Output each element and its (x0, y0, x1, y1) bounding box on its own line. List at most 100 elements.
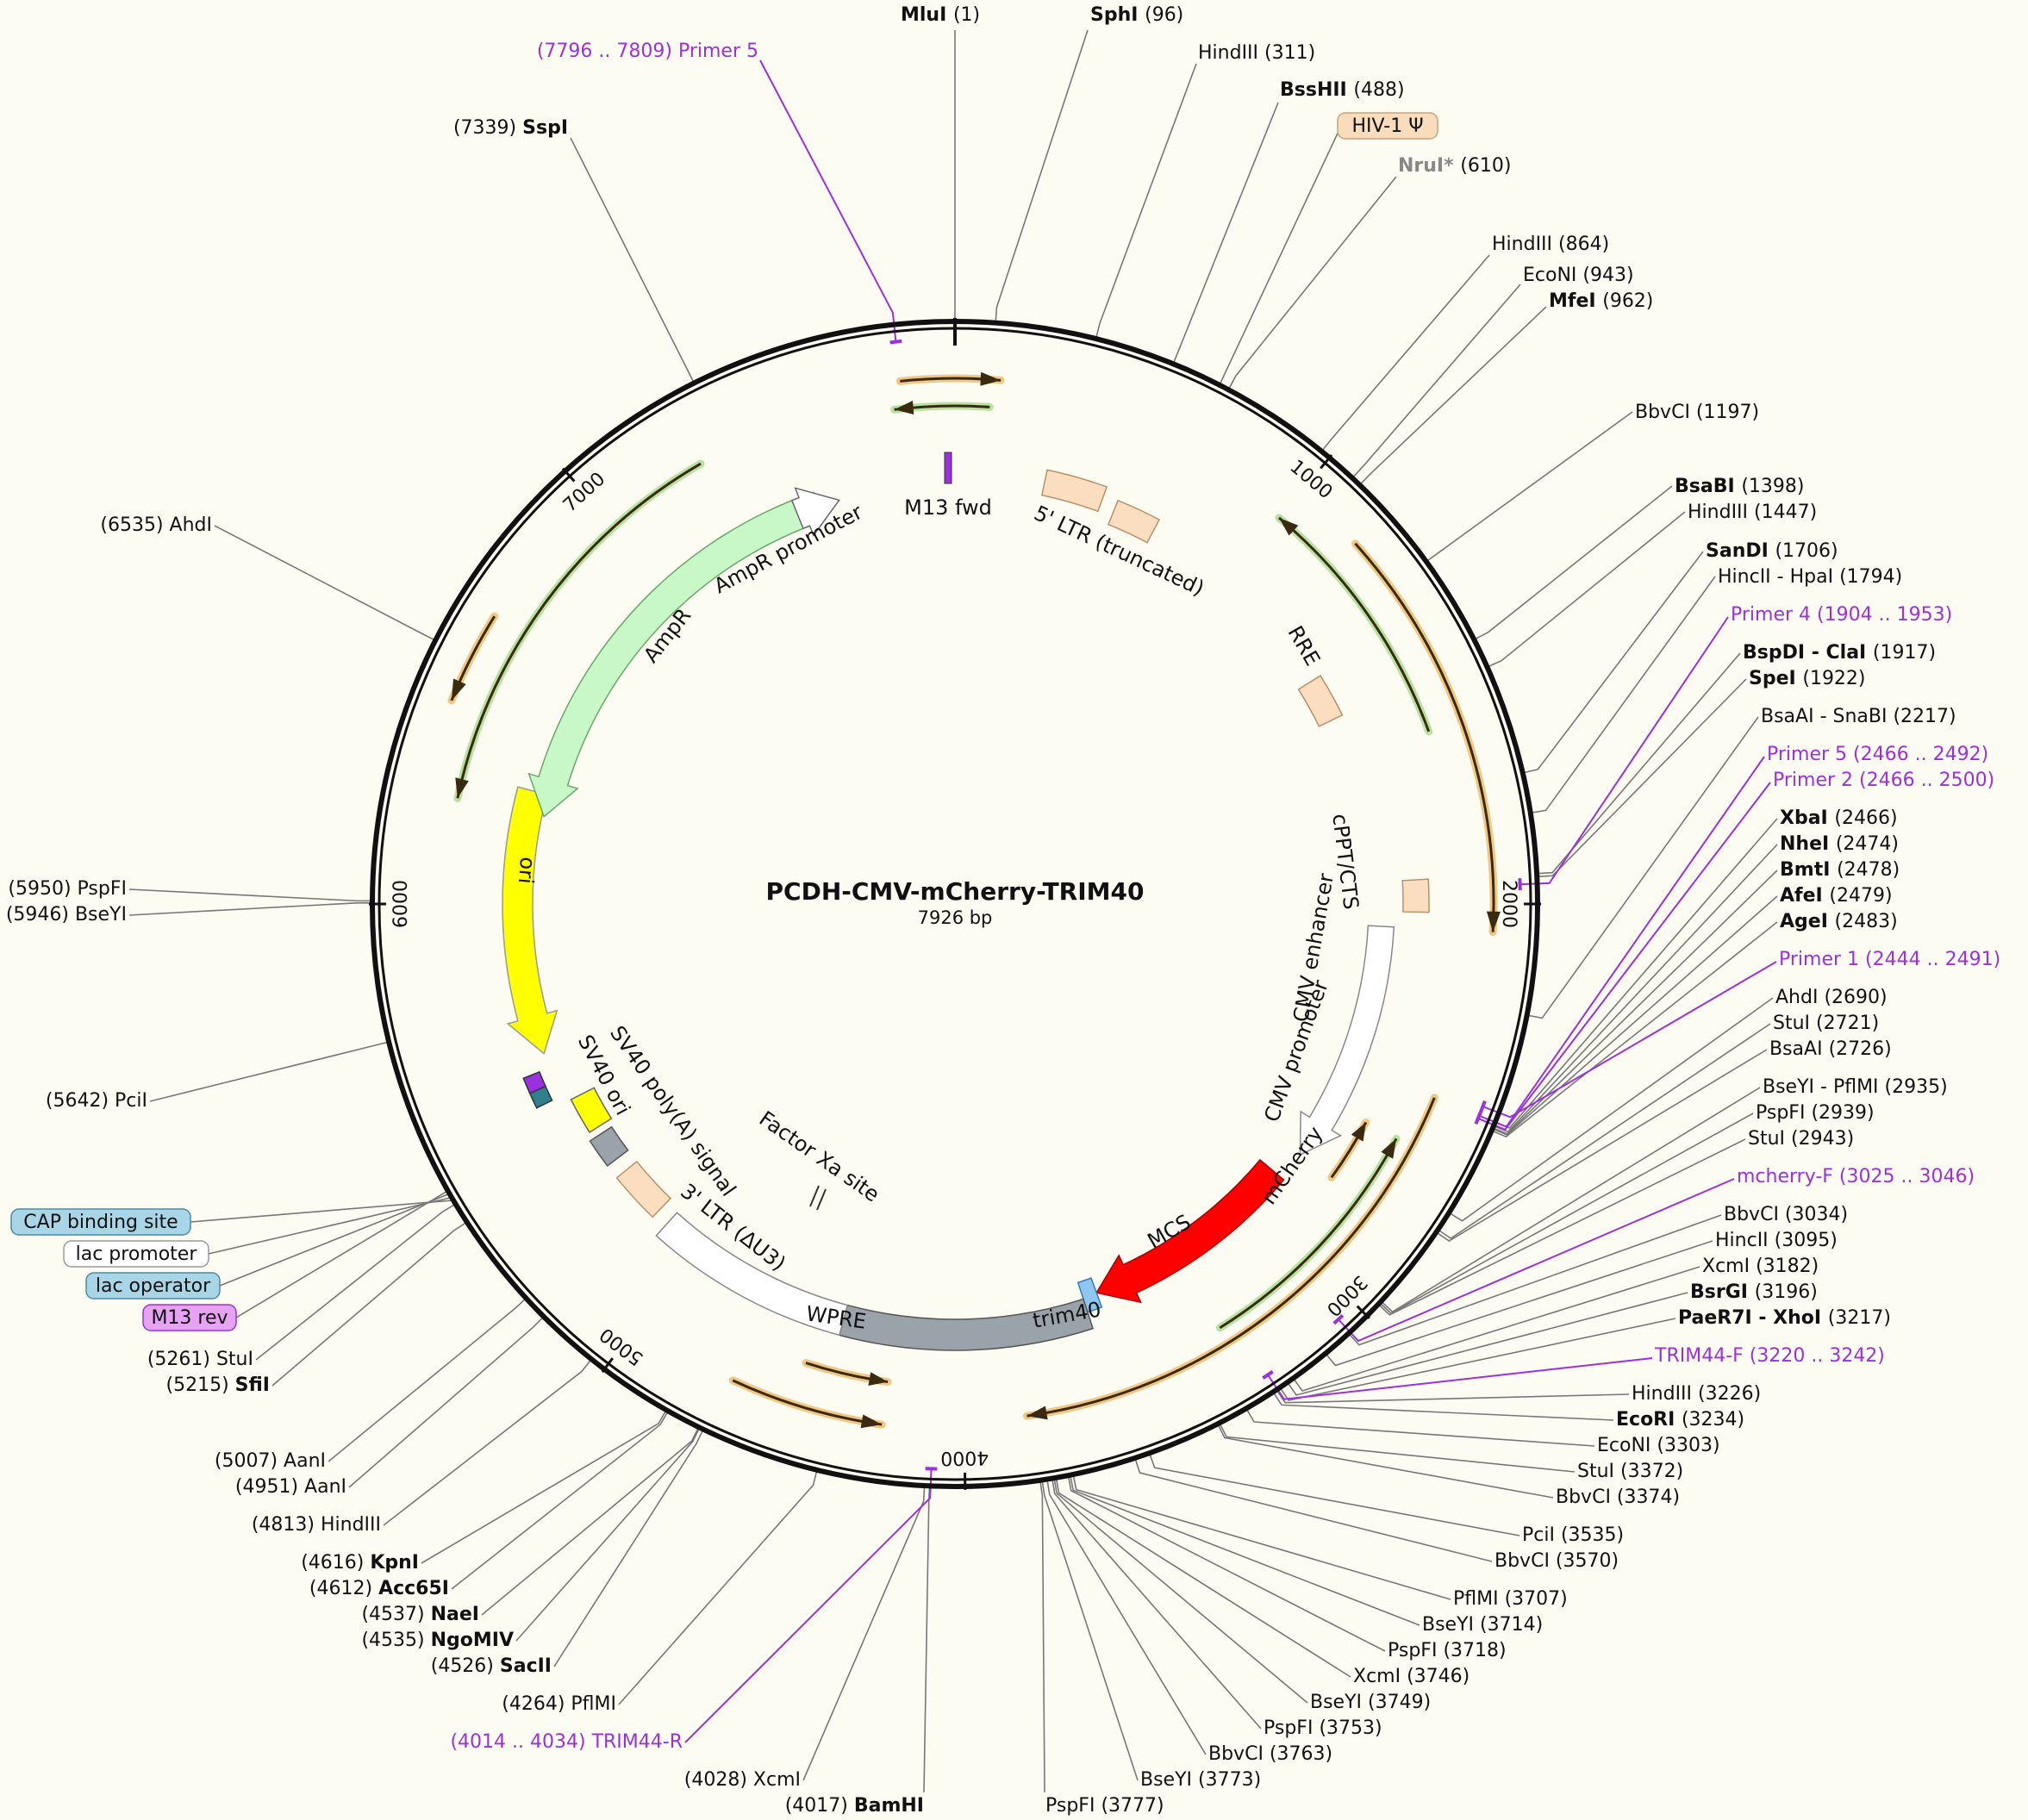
site-label[interactable]: EcoNI (943) (1523, 265, 1634, 286)
site-label[interactable]: HindIII (864) (1492, 234, 1609, 255)
m13rev-shape[interactable] (522, 1070, 546, 1094)
site-label[interactable]: BbvCI (3570) (1494, 1550, 1619, 1572)
badge-label[interactable]: lac promoter (76, 1243, 198, 1265)
site-label[interactable]: BbvCI (3374) (1556, 1487, 1680, 1508)
mcs-shape[interactable] (1076, 1277, 1103, 1313)
site-label[interactable]: BseYI (3749) (1310, 1692, 1431, 1713)
site-label[interactable]: (7339) SspI (453, 117, 568, 139)
site-label[interactable]: XcmI (3182) (1702, 1256, 1819, 1277)
feature-label[interactable]: RRE (1283, 621, 1326, 670)
site-label[interactable]: HincII - HpaI (1794) (1718, 566, 1902, 588)
ltr3-shape[interactable] (615, 1160, 672, 1219)
site-label[interactable]: PaeR7I - XhoI (3217) (1678, 1307, 1891, 1329)
site-label[interactable]: HincII (3095) (1715, 1230, 1838, 1251)
site-label[interactable]: HindIII (1447) (1688, 502, 1817, 523)
site-label[interactable]: SanDI (1706) (1706, 540, 1838, 562)
site-label[interactable]: BsrGI (3196) (1690, 1281, 1818, 1303)
primer-label[interactable]: (7796 .. 7809) Primer 5 (537, 41, 758, 62)
site-label[interactable]: (4537) NaeI (361, 1604, 479, 1625)
sv40-ori-shape[interactable] (570, 1087, 613, 1133)
site-label[interactable]: PspFI (2939) (1756, 1102, 1875, 1124)
site-label[interactable]: BspDI - ClaI (1917) (1743, 642, 1936, 664)
site-label[interactable]: HindIII (3226) (1632, 1383, 1761, 1405)
site-label[interactable]: (6535) AhdI (100, 514, 212, 536)
wpre-shape[interactable] (655, 1212, 849, 1337)
cmv-shape[interactable] (1299, 925, 1395, 1156)
badge-label[interactable]: M13 rev (151, 1307, 228, 1329)
feature-label[interactable]: WPRE (805, 1301, 868, 1333)
site-label[interactable]: XcmI (3746) (1353, 1666, 1470, 1687)
site-label[interactable]: PspFI (3718) (1388, 1640, 1507, 1661)
site-label[interactable]: (4526) SacII (431, 1655, 552, 1677)
site-label[interactable]: BseYI - PflMI (2935) (1763, 1076, 1948, 1098)
site-label[interactable]: PciI (3535) (1522, 1524, 1624, 1546)
primer-label[interactable]: Primer 5 (2466 .. 2492) (1767, 744, 1988, 765)
ltr5-shape-1[interactable] (1040, 469, 1108, 513)
site-label[interactable]: BssHII (488) (1280, 79, 1405, 101)
site-label[interactable]: BmtI (2478) (1780, 859, 1900, 881)
site-label[interactable]: PspFI (3777) (1045, 1795, 1164, 1817)
site-label[interactable]: BbvCI (3763) (1208, 1743, 1332, 1765)
site-label[interactable]: AhdI (2690) (1775, 987, 1888, 1008)
sv40-polya-shape[interactable] (589, 1125, 629, 1167)
site-label[interactable]: BbvCI (1197) (1635, 402, 1759, 423)
site-label[interactable]: EcoNI (3303) (1597, 1435, 1720, 1456)
site-label[interactable]: (4813) HindIII (252, 1514, 381, 1536)
site-label[interactable]: (4616) KpnI (301, 1552, 419, 1574)
primer-label[interactable]: Primer 4 (1904 .. 1953) (1731, 604, 1952, 626)
site-label[interactable]: BseYI (3773) (1140, 1769, 1261, 1791)
primer-label[interactable]: Primer 2 (2466 .. 2500) (1773, 770, 1994, 791)
site-label[interactable]: XbaI (2466) (1780, 807, 1898, 829)
site-label[interactable]: PspFI (3753) (1264, 1717, 1382, 1739)
site-label[interactable]: (5261) StuI (147, 1349, 253, 1370)
site-label[interactable]: (4017) BamHI (785, 1795, 924, 1817)
site-label[interactable]: BsaAI (2726) (1769, 1038, 1892, 1060)
primer-label[interactable]: Primer 1 (2444 .. 2491) (1779, 949, 2000, 970)
site-label[interactable]: (4612) Acc65I (309, 1578, 449, 1599)
badge-label[interactable]: lac operator (96, 1275, 211, 1297)
site-label[interactable]: MluI (1) (901, 4, 980, 26)
site-label[interactable]: StuI (2721) (1773, 1013, 1879, 1034)
badge-label[interactable]: CAP binding site (23, 1212, 178, 1233)
site-label[interactable]: (5007) AanI (215, 1450, 326, 1472)
site-label[interactable]: BsaAI - SnaBI (2217) (1761, 706, 1956, 727)
site-label[interactable]: NheI (2474) (1780, 833, 1899, 855)
site-label[interactable]: (5950) PspFI (8, 878, 127, 900)
site-label[interactable]: (4951) AanI (235, 1476, 346, 1498)
site-label[interactable]: EcoRI (3234) (1616, 1409, 1744, 1430)
site-label[interactable]: AfeI (2479) (1780, 885, 1893, 907)
site-label[interactable]: StuI (3372) (1577, 1461, 1683, 1482)
site-label[interactable]: BseYI (3714) (1422, 1614, 1543, 1636)
ampr-shape[interactable] (527, 491, 824, 818)
badge-label[interactable]: HIV-1 Ψ (1351, 115, 1423, 137)
site-label[interactable]: (4028) XcmI (684, 1769, 801, 1791)
site-label[interactable]: AgeI (2483) (1780, 911, 1898, 932)
feature-label[interactable]: Factor Xa site (755, 1106, 884, 1207)
primer-label[interactable]: TRIM44-F (3220 .. 3242) (1654, 1345, 1885, 1367)
site-label[interactable]: MfeI (962) (1549, 290, 1653, 312)
site-label[interactable]: (5215) SfiI (166, 1374, 271, 1396)
cppt-shape[interactable] (1401, 878, 1430, 913)
ampr-promoter-shape[interactable] (790, 487, 840, 537)
rre-shape[interactable] (1297, 675, 1344, 727)
site-label[interactable]: SpeI (1922) (1749, 668, 1866, 689)
ltr5-shape-2[interactable] (1107, 499, 1161, 544)
feature-label[interactable]: M13 fwd (904, 496, 992, 520)
site-label[interactable]: BbvCI (3034) (1724, 1204, 1848, 1225)
site-label[interactable]: (4264) PflMI (502, 1693, 616, 1715)
site-label[interactable]: (5642) PciI (46, 1090, 147, 1112)
site-label[interactable]: SphI (96) (1090, 4, 1183, 26)
primer-label[interactable]: (4014 .. 4034) TRIM44-R (450, 1731, 683, 1753)
site-label[interactable]: BsaBI (1398) (1675, 476, 1804, 497)
mcherry-shape[interactable] (1095, 1158, 1285, 1304)
site-label[interactable]: (4535) NgoMIV (361, 1630, 514, 1651)
site-label[interactable]: HindIII (311) (1198, 42, 1315, 64)
m13-fwd-shape[interactable] (944, 452, 952, 484)
feature-label[interactable]: ori (514, 856, 540, 885)
primer-label[interactable]: mcherry-F (3025 .. 3046) (1737, 1166, 1975, 1187)
site-label[interactable]: NruI* (610) (1398, 155, 1511, 177)
site-label[interactable]: StuI (2943) (1748, 1128, 1854, 1150)
ori-shape[interactable] (502, 786, 558, 1055)
site-label[interactable]: PflMI (3707) (1453, 1588, 1568, 1610)
site-label[interactable]: (5946) BseYI (6, 904, 127, 926)
